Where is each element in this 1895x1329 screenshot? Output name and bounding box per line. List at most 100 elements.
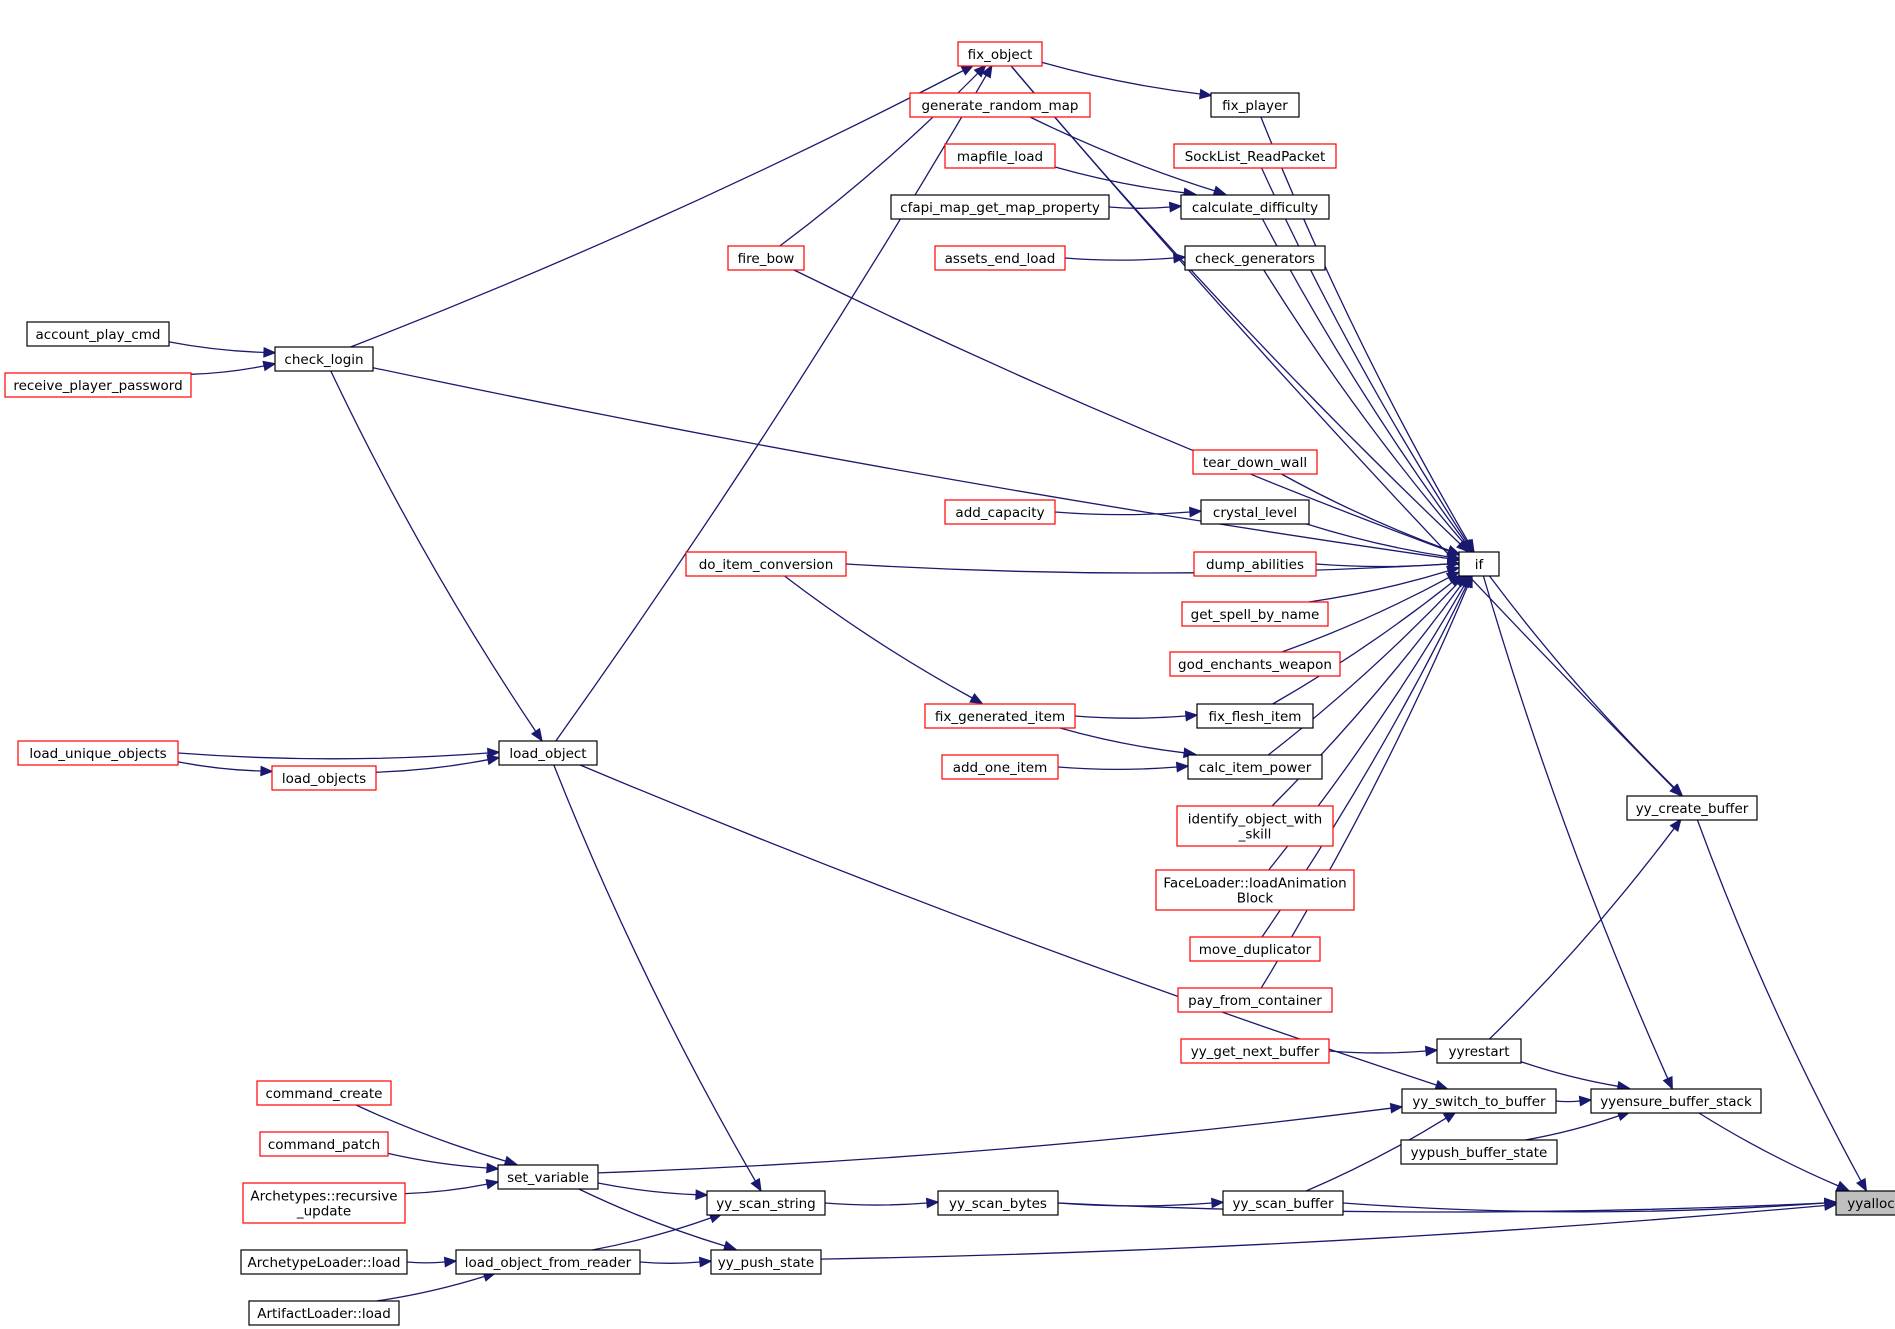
edge-arrowhead (1172, 252, 1187, 264)
node-if[interactable]: if (1458, 551, 1500, 577)
edge-arrowhead (1462, 574, 1473, 589)
node-receive-player-password[interactable]: receive_player_password (4, 372, 192, 398)
node-load-unique-objects[interactable]: load_unique_objects (17, 740, 179, 766)
edge-fix-generated-item-to-fix-flesh-item (1074, 710, 1199, 722)
node-crystal-level[interactable]: crystal_level (1200, 499, 1310, 525)
node-tear-down-wall[interactable]: tear_down_wall (1192, 449, 1318, 475)
node-check-login[interactable]: check_login (274, 346, 374, 372)
node-add-one-item[interactable]: add_one_item (941, 754, 1059, 780)
node-do-item-conversion[interactable]: do_item_conversion (685, 551, 847, 577)
node-box (26, 321, 170, 347)
edge-arrowhead (1424, 1045, 1439, 1057)
node-box (941, 754, 1059, 780)
node-label: check_login (284, 352, 363, 368)
node-fire-bow[interactable]: fire_bow (727, 245, 805, 271)
node-label: fix_object (968, 47, 1033, 63)
edge-arrowhead (1434, 1079, 1449, 1091)
node-yy-scan-buffer[interactable]: yy_scan_buffer (1222, 1190, 1344, 1216)
node-get-spell-by-name[interactable]: get_spell_by_name (1181, 601, 1329, 627)
node-box (1155, 869, 1355, 911)
node-box (685, 551, 847, 577)
node-fix-player[interactable]: fix_player (1210, 92, 1300, 118)
node-fix-flesh-item[interactable]: fix_flesh_item (1196, 703, 1314, 729)
edge-arrowhead (530, 727, 543, 742)
node-yy-switch-to-buffer[interactable]: yy_switch_to_buffer (1401, 1088, 1557, 1114)
node-command-create[interactable]: command_create (256, 1080, 392, 1106)
node-yy-get-next-buffer[interactable]: yy_get_next_buffer (1180, 1038, 1330, 1064)
edge-yy-create-buffer-to-yyalloc (1696, 819, 1868, 1192)
node-assets-end-load[interactable]: assets_end_load (934, 245, 1066, 271)
node-label: yy_scan_string (716, 1196, 816, 1212)
edge-yy-scan-string-to-yy-scan-bytes (824, 1197, 940, 1209)
node-label: calculate_difficulty (1192, 200, 1318, 216)
node-archetypeloader-load[interactable]: ArchetypeLoader::load (240, 1249, 408, 1275)
node-generate-random-map[interactable]: generate_random_map (909, 92, 1091, 118)
node-load-object[interactable]: load_object (498, 740, 598, 766)
node-yy-scan-bytes[interactable]: yy_scan_bytes (937, 1190, 1059, 1216)
node-label: command_patch (268, 1137, 380, 1153)
node-mapfile-load[interactable]: mapfile_load (944, 143, 1056, 169)
edge-arrowhead (263, 346, 277, 358)
node-identify-object-with-skill[interactable]: identify_object_with_skill (1176, 805, 1334, 847)
node-archetypes-recursive-update[interactable]: Archetypes::recursive_update (242, 1182, 406, 1224)
node-yypush-buffer-state[interactable]: yypush_buffer_state (1400, 1139, 1558, 1165)
edge-arrowhead (960, 64, 975, 76)
node-calculate-difficulty[interactable]: calculate_difficulty (1180, 194, 1330, 220)
node-box (1436, 1038, 1522, 1064)
node-box (1400, 1139, 1558, 1165)
node-label: yyalloc (1847, 1196, 1894, 1212)
edge-line (1261, 167, 1468, 543)
node-yy-create-buffer[interactable]: yy_create_buffer (1626, 795, 1758, 821)
node-check-generators[interactable]: check_generators (1184, 245, 1326, 271)
node-box (455, 1249, 641, 1275)
node-label: get_spell_by_name (1191, 607, 1320, 623)
node-account-play-cmd[interactable]: account_play_cmd (26, 321, 170, 347)
node-label: yy_get_next_buffer (1191, 1044, 1320, 1060)
edge-line (1267, 582, 1459, 756)
edge-line (1342, 1202, 1826, 1213)
edge-line (639, 1261, 701, 1264)
node-socklist-readpacket[interactable]: SockList_ReadPacket (1173, 143, 1337, 169)
node-cfapi-map-get-map-property[interactable]: cfapi_map_get_map_property (890, 194, 1110, 220)
edge-arrowhead (750, 1177, 762, 1192)
node-yyalloc[interactable]: yyalloc (1835, 1190, 1895, 1216)
node-god-enchants-weapon[interactable]: god_enchants_weapon (1169, 651, 1341, 677)
edge-arrowhead (1856, 1177, 1868, 1192)
node-yy-scan-string[interactable]: yy_scan_string (706, 1190, 826, 1216)
node-box (498, 740, 598, 766)
node-command-patch[interactable]: command_patch (259, 1131, 389, 1157)
node-fix-object[interactable]: fix_object (957, 41, 1043, 67)
node-label: fix_player (1222, 98, 1288, 114)
node-set-variable[interactable]: set_variable (497, 1164, 599, 1190)
edge-arrowhead (698, 1256, 713, 1268)
node-label: yy_scan_buffer (1232, 1196, 1333, 1212)
node-calc-item-power[interactable]: calc_item_power (1187, 754, 1323, 780)
node-add-capacity[interactable]: add_capacity (944, 499, 1056, 525)
node-load-object-from-reader[interactable]: load_object_from_reader (455, 1249, 641, 1275)
node-label: god_enchants_weapon (1178, 657, 1332, 673)
edge-do-item-conversion-to-fix-generated-item (784, 575, 984, 705)
edge-cfapi-map-get-map-property-to-calculate-difficulty (1108, 201, 1183, 213)
node-label: yy_scan_bytes (949, 1196, 1047, 1212)
node-yyensure-buffer-stack[interactable]: yyensure_buffer_stack (1590, 1088, 1762, 1114)
node-yy-push-state[interactable]: yy_push_state (710, 1249, 822, 1275)
node-box (706, 1190, 826, 1216)
node-label: add_one_item (953, 760, 1048, 776)
edge-mapfile-load-to-calculate-difficulty (1054, 166, 1197, 199)
node-box (256, 1080, 392, 1106)
node-fix-generated-item[interactable]: fix_generated_item (924, 703, 1076, 729)
node-yyrestart[interactable]: yyrestart (1436, 1038, 1522, 1064)
edge-archetypes-recursive-update-to-set-variable (404, 1178, 500, 1195)
node-pay-from-container[interactable]: pay_from_container (1177, 987, 1333, 1013)
edge-line (375, 759, 489, 773)
node-move-duplicator[interactable]: move_duplicator (1189, 936, 1321, 962)
node-artifactloader-load[interactable]: ArtifactLoader::load (248, 1300, 400, 1326)
node-box (240, 1249, 408, 1275)
node-dump-abilities[interactable]: dump_abilities (1193, 551, 1317, 577)
edge-line (1260, 116, 1469, 543)
edge-line (1029, 116, 1215, 192)
node-box (1173, 143, 1337, 169)
edge-line (1108, 206, 1171, 209)
node-load-objects[interactable]: load_objects (271, 765, 377, 791)
